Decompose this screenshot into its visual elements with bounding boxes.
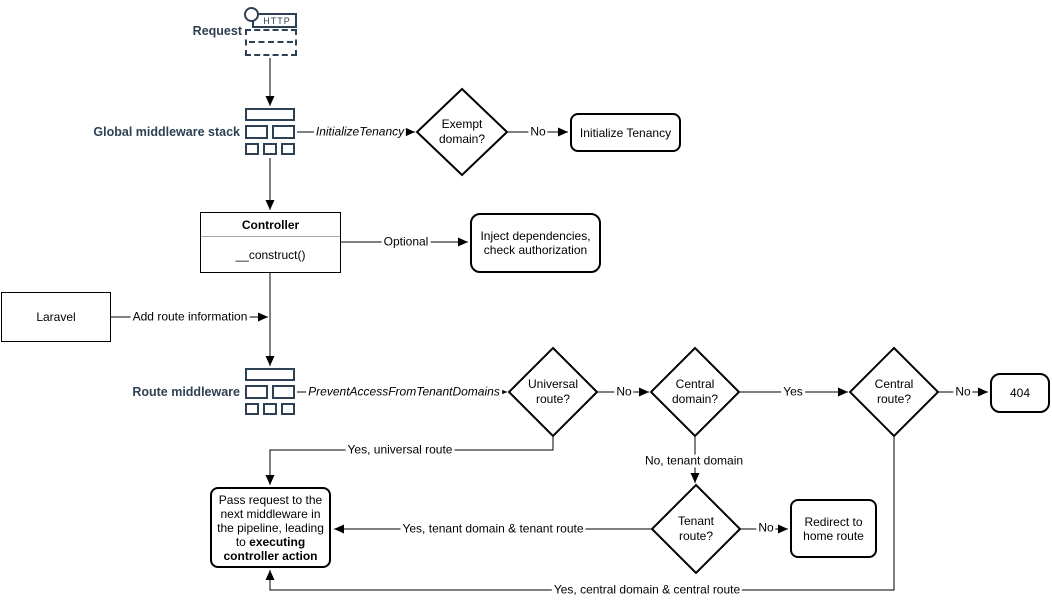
controller-title: Controller	[241, 217, 300, 232]
middleware-stack-icon	[245, 108, 295, 155]
controller-node: Controller __construct()	[200, 212, 341, 273]
404-node: 404	[990, 373, 1050, 413]
central-domain-label: Central domain?	[671, 377, 719, 406]
edge-label-central-route-no: No	[953, 384, 973, 399]
central-route-label: Central route?	[874, 377, 914, 406]
route-middleware-stack-icon	[245, 368, 295, 415]
edge-label-yes-tenant-domain-route: Yes, tenant domain & tenant route	[400, 521, 586, 536]
pass-request-node: Pass request to the next middleware in t…	[210, 487, 331, 568]
pass-request-bold: executing controller action	[223, 534, 318, 563]
http-payload-box	[245, 29, 297, 56]
exempt-domain-diamond	[415, 87, 509, 177]
edge-label-yes-central-domain-route: Yes, central domain & central route	[551, 582, 743, 597]
http-circle-glyph	[244, 7, 259, 22]
edge-label-no-tenant-domain: No, tenant domain	[642, 453, 746, 468]
universal-route-label: Universal route?	[527, 377, 579, 406]
initialize-tenancy-node: Initialize Tenancy	[570, 113, 681, 152]
stack-row-2	[245, 125, 295, 139]
stack-row-1	[245, 368, 295, 381]
edge-label-optional: Optional	[381, 234, 431, 249]
laravel-node: Laravel	[1, 292, 111, 342]
stack-row-3	[245, 143, 295, 155]
universal-route-diamond	[507, 346, 599, 438]
pass-request-prefix: Pass request to the next middleware in t…	[217, 492, 324, 549]
edge-label-tenant-no: No	[756, 520, 776, 535]
central-domain-diamond	[649, 346, 741, 438]
http-request-icon: HTTP	[244, 6, 298, 56]
http-label: HTTP	[263, 15, 291, 26]
redirect-home-node: Redirect to home route	[790, 499, 877, 558]
http-payload-divider	[249, 41, 293, 43]
stack-row-3	[245, 403, 295, 415]
exempt-domain-label: Exempt domain?	[438, 117, 486, 146]
controller-method: __construct()	[235, 248, 306, 262]
edge-label-add-route-information: Add route information	[130, 309, 250, 324]
inject-dependencies-node: Inject dependencies, check authorization	[470, 213, 601, 273]
route-middleware-label: Route middleware	[132, 385, 240, 399]
edge-label-initialize-tenancy: InitializeTenancy	[313, 124, 407, 139]
global-middleware-stack-label: Global middleware stack	[93, 125, 240, 139]
tenant-route-diamond	[650, 483, 742, 575]
controller-divider	[201, 236, 340, 237]
edge-label-central-domain-yes: Yes	[781, 384, 805, 399]
stack-row-2	[245, 385, 295, 399]
stack-row-1	[245, 108, 295, 121]
central-route-diamond	[848, 346, 940, 438]
edge-label-exempt-no: No	[528, 124, 548, 139]
pass-request-text: Pass request to the next middleware in t…	[214, 493, 327, 563]
edge-label-prevent-access: PreventAccessFromTenantDomains	[306, 384, 502, 399]
edge-label-yes-universal-route: Yes, universal route	[345, 442, 455, 457]
tenant-route-label: Tenant route?	[677, 514, 715, 543]
request-label: Request	[192, 24, 242, 38]
edge-label-universal-no: No	[614, 384, 634, 399]
